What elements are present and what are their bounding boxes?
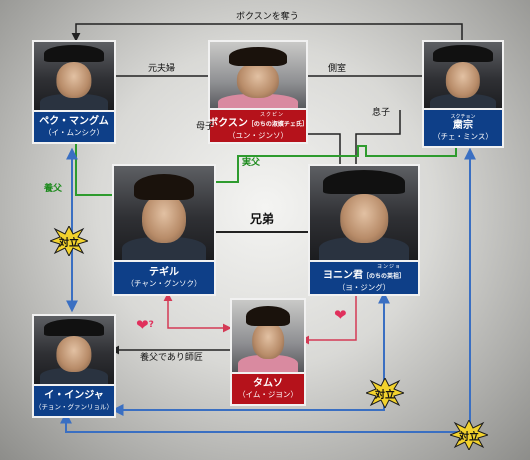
portrait-boksun [208, 40, 308, 112]
card-sukjong: スクチョン 粛宗 （チェ・ミンス） [422, 40, 504, 148]
name-yeoning: ヨニン君 [322, 269, 363, 281]
card-yeoning: ヨンジョ ヨニン君［のちの英祖］ （ヨ・ジング） [308, 164, 420, 296]
actor-sukjong: （チェ・ミンス） [433, 131, 493, 141]
relation-concubine: 側室 [328, 64, 347, 74]
card-damseo: タムソ （イム・ジヨン） [230, 298, 306, 406]
line-steal-boksun [71, 23, 463, 42]
ruby-boksun: スクピン [259, 111, 284, 118]
actor-yeoning: （ヨ・ジング） [337, 282, 391, 292]
label-boksun: スクピン ボクスン［のちの淑嬪チェ氏］ （ユン・ジンソ） [208, 108, 308, 144]
relation-steal-boksun: ボクスンを奪う [236, 12, 299, 22]
ruby-yeoning: ヨンジョ [376, 263, 401, 270]
name-sukjong: 粛宗 [453, 119, 473, 131]
rivalry-label-bottom: 対立 [375, 390, 395, 401]
name-note-boksun: ［のちの淑嬪チェ氏］ [247, 120, 308, 128]
actor-boksun: （ユン・ジンソ） [228, 130, 288, 140]
actor-taegil: （チャン・グンソク） [126, 279, 202, 288]
relation-real-father: 実父 [242, 158, 261, 168]
portrait-baek [32, 40, 116, 112]
heart-icon-yeoning: ❤ [334, 306, 347, 324]
relation-son: 息子 [372, 108, 391, 118]
card-lee: イ・インジャ （チョン・グァンリョル） [32, 314, 116, 418]
line-love-yeoning [300, 294, 357, 345]
label-damseo: タムソ （イム・ジヨン） [230, 372, 306, 406]
relation-brothers: 兄弟 [250, 212, 275, 226]
burst-icon [450, 420, 488, 450]
relation-mother-son: 母子 [196, 122, 215, 132]
ruby-sukjong: スクチョン [450, 113, 476, 120]
burst-icon [366, 378, 404, 408]
line-rivalry-right [60, 147, 476, 433]
portrait-sukjong [422, 40, 504, 112]
label-baek: ペク・マングム （イ・ムンシク） [32, 110, 116, 144]
name-note-yeoning: ［のちの英祖］ [362, 272, 405, 280]
portrait-damseo [230, 298, 306, 374]
rivalry-label-left: 対立 [59, 238, 79, 249]
burst-icon [50, 226, 88, 256]
actor-damseo: （イム・ジヨン） [238, 390, 298, 399]
actor-baek: （イ・ムンシク） [44, 128, 104, 137]
relation-foster-teacher: 養父であり師匠 [140, 353, 203, 363]
label-lee: イ・インジャ （チョン・グァンリョル） [32, 384, 116, 418]
card-taegil: テギル （チャン・グンソク） [112, 164, 216, 296]
line-foster-father [75, 142, 114, 196]
label-sukjong: スクチョン 粛宗 （チェ・ミンス） [422, 108, 504, 148]
label-taegil: テギル （チャン・グンソク） [112, 260, 216, 296]
name-damseo: タムソ [253, 378, 283, 389]
rivalry-badge-right: 対立 [450, 420, 488, 450]
relation-former-couple: 元夫婦 [148, 64, 176, 74]
label-yeoning: ヨンジョ ヨニン君［のちの英祖］ （ヨ・ジング） [308, 260, 420, 296]
portrait-lee [32, 314, 116, 386]
rivalry-label-right: 対立 [459, 432, 479, 443]
line-love-taegil [163, 292, 232, 333]
rivalry-badge-left: 対立 [50, 226, 88, 256]
portrait-yeoning [308, 164, 420, 262]
name-boksun: ボクスン [208, 117, 248, 129]
name-baek: ペク・マングム [39, 116, 109, 127]
name-taegil: テギル [149, 267, 179, 278]
card-boksun: スクピン ボクスン［のちの淑嬪チェ氏］ （ユン・ジンソ） [208, 40, 308, 144]
name-lee: イ・インジャ [44, 390, 104, 401]
actor-lee: （チョン・グァンリョル） [35, 403, 113, 411]
rivalry-badge-bottom: 対立 [366, 378, 404, 408]
heart-icon-taegil: ❤? [136, 316, 154, 334]
portrait-taegil [112, 164, 216, 262]
card-baek: ペク・マングム （イ・ムンシク） [32, 40, 116, 144]
relation-foster-father: 養父 [44, 184, 63, 194]
